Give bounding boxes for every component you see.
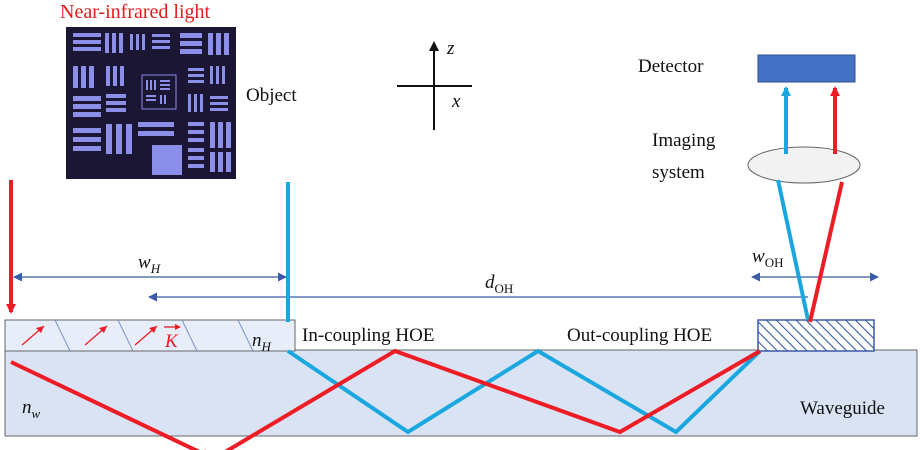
imaging-label-line2: system xyxy=(652,162,705,183)
in-coupling-label: In-coupling HOE xyxy=(302,325,434,346)
d-oh-symbol: dOH xyxy=(485,272,513,296)
imaging-label-line1: Imaging xyxy=(652,130,716,151)
axis-cross xyxy=(397,43,472,130)
resolution-target-icon xyxy=(66,27,236,179)
axis-z-label: z xyxy=(446,38,455,59)
out-coupling-label: Out-coupling HOE xyxy=(567,325,712,346)
axis-x-label: x xyxy=(451,91,461,112)
svg-text:K: K xyxy=(164,331,179,352)
w-h-symbol: wH xyxy=(138,252,161,276)
detector-icon xyxy=(758,55,855,82)
out-coupling-hoe xyxy=(758,320,874,351)
detector-label: Detector xyxy=(638,56,704,77)
w-oh-symbol: wOH xyxy=(752,246,783,270)
object-label: Object xyxy=(246,85,297,106)
lens-icon xyxy=(748,147,860,183)
waveguide-label: Waveguide xyxy=(800,398,885,419)
source-label: Near-infrared light xyxy=(60,1,211,23)
